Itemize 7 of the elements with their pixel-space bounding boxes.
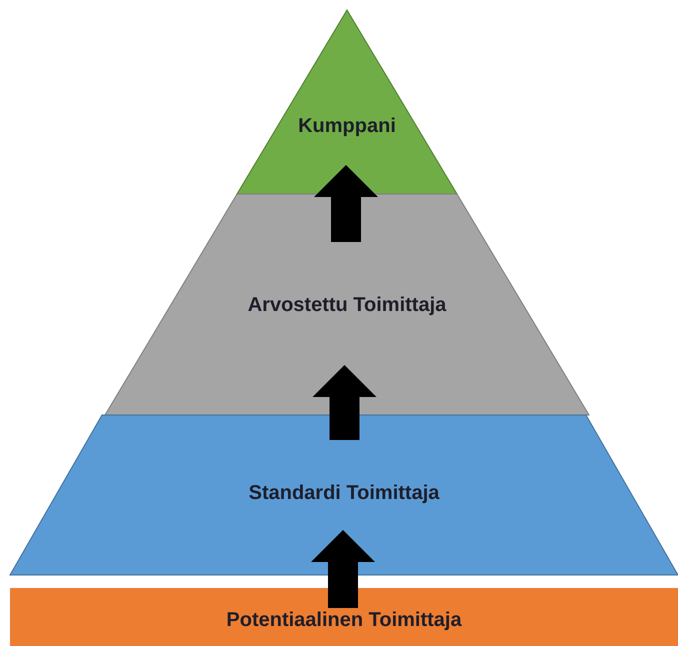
arrow xyxy=(312,365,376,440)
arrow xyxy=(314,165,378,242)
arrow xyxy=(311,530,375,608)
tier-label: Arvostettu Toimittaja xyxy=(246,294,448,317)
tier-label: Potentiaalinen Toimittaja xyxy=(225,609,463,632)
tier-label: Kumppani xyxy=(297,115,397,138)
tier-label: Standardi Toimittaja xyxy=(248,482,440,505)
